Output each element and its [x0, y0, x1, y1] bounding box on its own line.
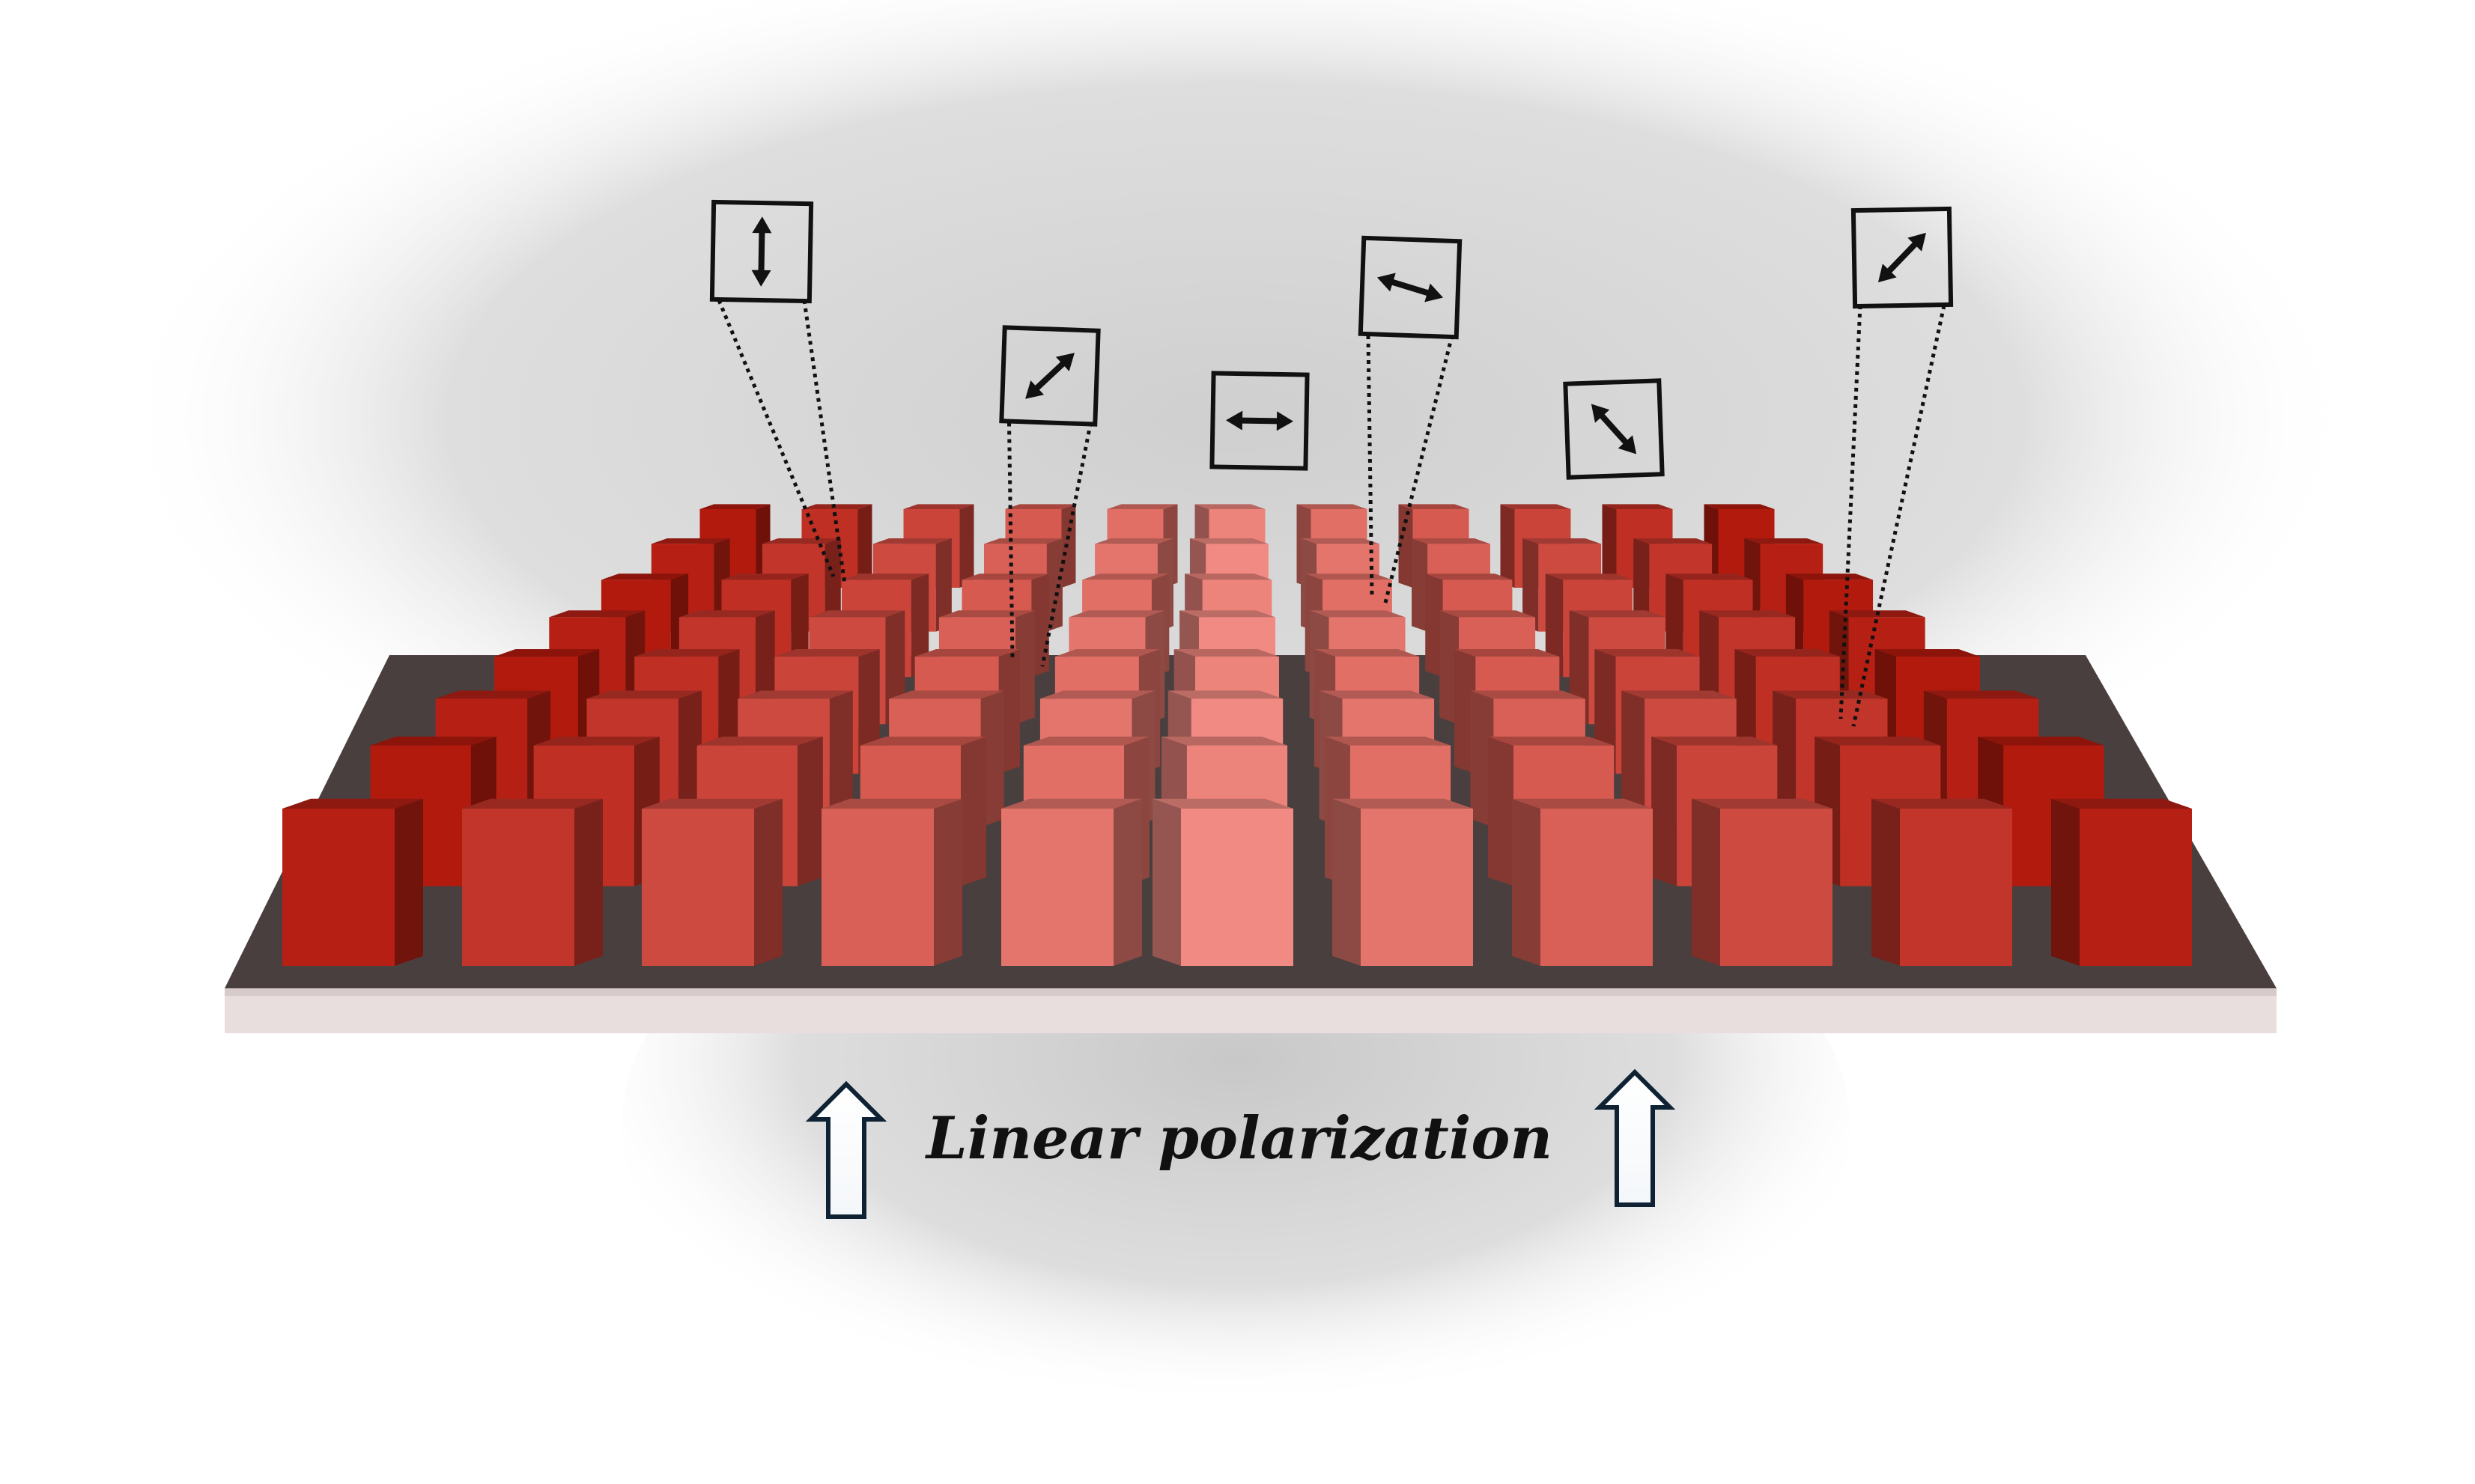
nanopillar: [822, 798, 962, 966]
incident-light-arrow-left: [805, 1080, 887, 1219]
nanopillar: [282, 798, 423, 966]
anti-diagonal-double-arrow-icon: [1591, 404, 1637, 454]
nanopillar-array: [282, 504, 2192, 966]
polarization-inset: [1850, 206, 1954, 309]
polarization-inset: [1563, 378, 1665, 480]
caption-label: Linear polarization: [926, 1104, 1553, 1173]
guide-line: [1838, 305, 1862, 720]
zoom-guide-lines: [717, 299, 1946, 727]
polarization-inset: [1209, 371, 1310, 471]
nanopillar: [1001, 798, 1142, 966]
nanopillar: [1871, 798, 2012, 966]
nanopillar: [1692, 798, 1832, 966]
polarization-state-insets: [709, 199, 1954, 480]
nanopillar: [1153, 798, 1293, 966]
guide-line: [1366, 335, 1374, 596]
vertical-double-arrow-icon: [751, 216, 772, 287]
polarization-inset: [709, 199, 814, 304]
guide-line: [1851, 305, 1946, 727]
polarization-inset: [1358, 235, 1463, 340]
nanopillar: [462, 798, 603, 966]
guide-line: [717, 299, 836, 577]
nanopillar: [2051, 798, 2192, 966]
incident-light-arrow-right: [1594, 1068, 1676, 1207]
nanopillar: [642, 798, 783, 966]
guide-line: [1007, 422, 1015, 660]
diagonal-double-arrow-icon: [1025, 353, 1075, 399]
slight-tilt-double-arrow-icon: [1376, 273, 1444, 302]
nanopillar: [1332, 798, 1473, 966]
guide-line: [802, 299, 847, 585]
nanopillar: [1512, 798, 1653, 966]
diagonal-double-arrow-icon: [1877, 232, 1927, 283]
guide-line: [1040, 422, 1093, 667]
substrate-front-edge-shade: [225, 988, 2277, 996]
polarization-inset: [999, 325, 1101, 427]
horizontal-double-arrow-icon: [1226, 410, 1293, 431]
